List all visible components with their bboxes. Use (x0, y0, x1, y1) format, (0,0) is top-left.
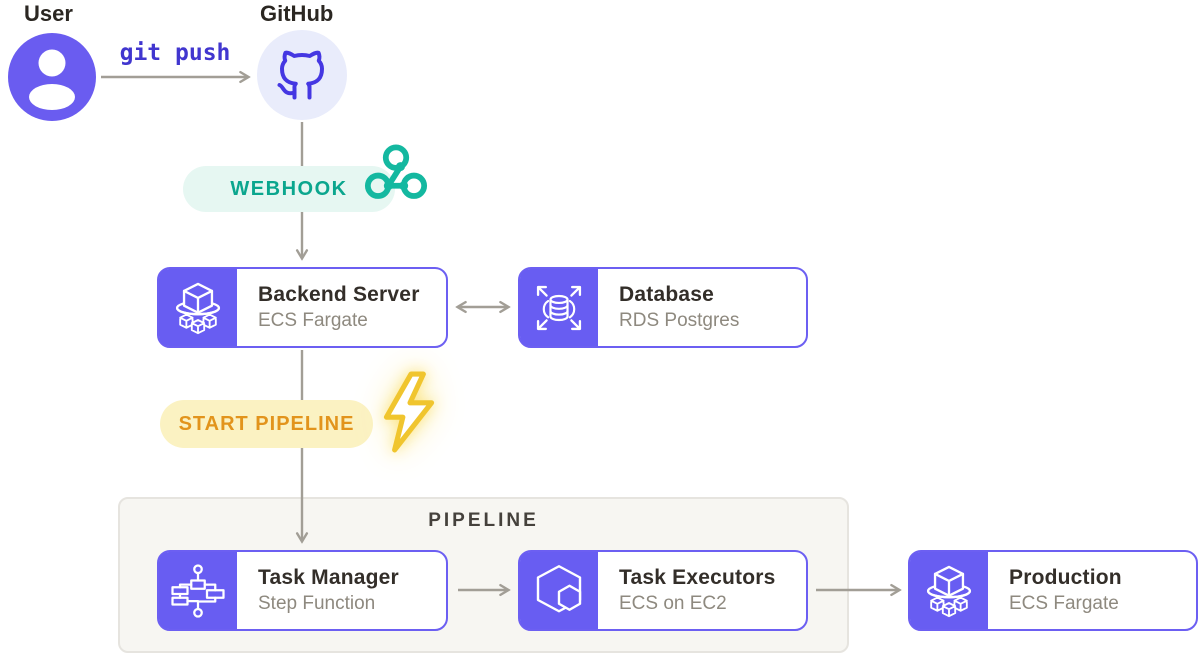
github-bubble (257, 30, 347, 120)
rds-database-icon (520, 269, 598, 346)
node-title: Task Executors (619, 566, 776, 589)
node-subtitle: ECS Fargate (1009, 593, 1119, 614)
node-task-executors: Task Executors ECS on EC2 (518, 550, 808, 631)
webhook-icon (364, 141, 428, 205)
node-subtitle: ECS on EC2 (619, 593, 727, 614)
node-backend-server: Backend Server ECS Fargate (157, 267, 448, 348)
webhook-badge: WEBHOOK (183, 166, 395, 212)
ecs-fargate-icon (159, 269, 237, 346)
lightning-bolt-icon (377, 371, 441, 453)
webhook-badge-label: WEBHOOK (230, 177, 348, 200)
git-push-label: git push (119, 40, 231, 66)
node-subtitle: ECS Fargate (258, 310, 368, 331)
node-title: Production (1009, 566, 1122, 589)
node-title: Database (619, 283, 714, 306)
node-task-manager: Task Manager Step Function (157, 550, 448, 631)
start-pipeline-badge: START PIPELINE (160, 400, 373, 448)
node-subtitle: RDS Postgres (619, 310, 740, 331)
step-function-icon (159, 552, 237, 629)
node-subtitle: Step Function (258, 593, 376, 614)
user-avatar-icon (8, 33, 96, 121)
node-title: Backend Server (258, 283, 420, 306)
github-octocat-icon (277, 50, 324, 100)
node-production: Production ECS Fargate (908, 550, 1198, 631)
pipeline-group-label: PIPELINE (428, 510, 539, 531)
node-database: Database RDS Postgres (518, 267, 808, 348)
start-pipeline-badge-label: START PIPELINE (178, 412, 355, 435)
node-title: Task Manager (258, 566, 399, 589)
ecs-fargate-icon (910, 552, 988, 629)
user-label: User (24, 1, 73, 26)
ecs-hexagon-icon (520, 552, 598, 629)
github-label: GitHub (260, 1, 334, 26)
